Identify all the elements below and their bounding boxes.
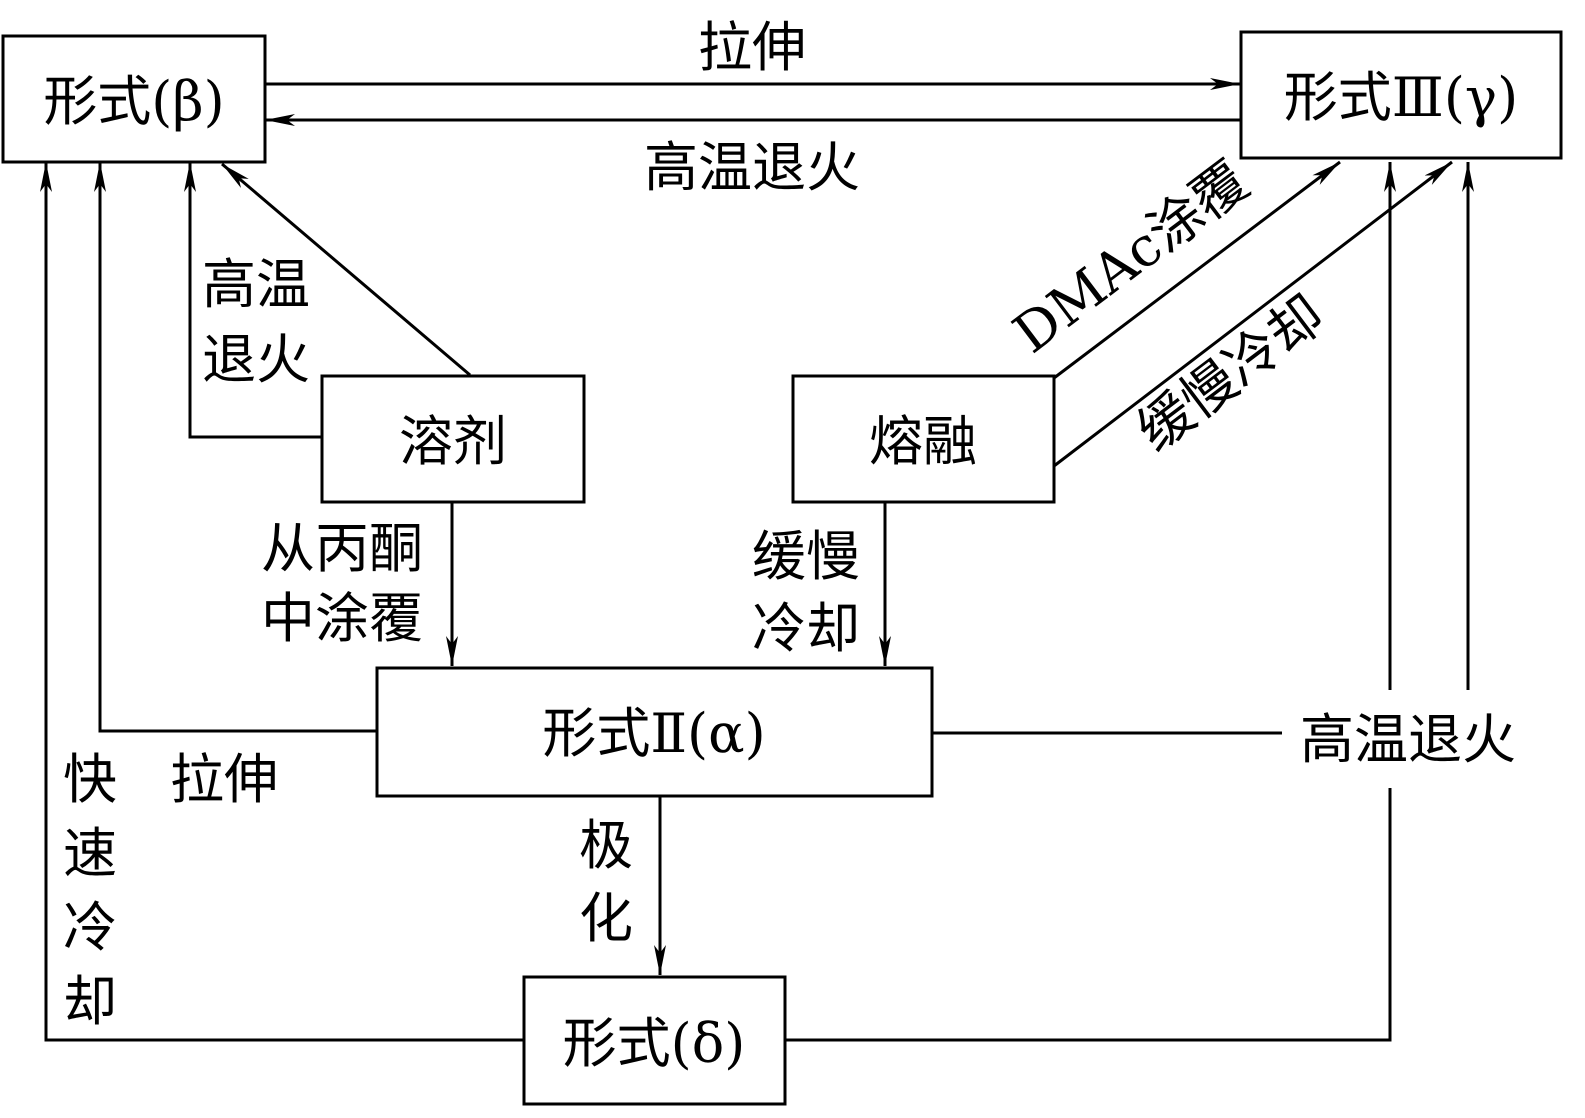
- node-solvent-label: 溶剂: [399, 410, 507, 473]
- label-delta-to-beta-4: 却: [63, 970, 117, 1033]
- node-gamma-label: 形式Ⅲ(γ): [1284, 66, 1518, 129]
- label-delta-to-beta-1: 快: [63, 748, 117, 811]
- edge-delta-to-gamma: [785, 788, 1392, 1042]
- edge-solvent-to-beta-elbow: [184, 162, 322, 439]
- node-beta-label: 形式(β): [43, 70, 224, 133]
- label-melt-to-alpha-1: 缓慢: [752, 525, 860, 588]
- node-melt-box: [791, 374, 1056, 504]
- label-delta-to-beta-2: 速: [63, 822, 117, 885]
- edge-delta-to-beta: [40, 162, 524, 1042]
- label-gamma-to-beta: 高温退火: [644, 136, 860, 199]
- label-alpha-to-delta-1: 极: [579, 814, 633, 877]
- label-melt-to-gamma-cool: 缓慢冷却: [1126, 283, 1336, 463]
- edge-solvent-to-beta-diagonal: [221, 162, 471, 377]
- label-alpha-to-gamma: 高温退火: [1300, 708, 1516, 771]
- edge-melt-to-gamma-cool: [1053, 160, 1453, 468]
- label-alpha-to-beta: 拉伸: [170, 748, 278, 811]
- edge-alpha-to-beta: [94, 162, 377, 733]
- node-delta-box: [522, 975, 787, 1106]
- node-solvent-box: [320, 374, 586, 504]
- label-solvent-to-alpha-2: 中涂覆: [261, 587, 423, 650]
- node-melt-label: 熔融: [869, 410, 977, 473]
- label-delta-to-beta-3: 冷: [63, 896, 117, 959]
- label-solvent-to-beta-2: 退火: [202, 328, 310, 391]
- label-beta-to-gamma: 拉伸: [698, 16, 806, 79]
- edge-melt-to-gamma-coat: [1053, 160, 1341, 380]
- label-solvent-to-beta-1: 高温: [202, 253, 310, 316]
- label-melt-to-alpha-2: 冷却: [752, 597, 860, 660]
- node-gamma-box: [1239, 30, 1563, 160]
- node-delta-label: 形式(δ): [563, 1012, 746, 1075]
- label-solvent-to-alpha-1: 从丙酮: [261, 517, 423, 580]
- node-alpha-box: [375, 666, 934, 798]
- node-alpha-label: 形式Ⅱ(α): [542, 702, 765, 765]
- label-melt-to-gamma-coat: DMAc涂覆: [1002, 149, 1260, 365]
- label-alpha-to-delta-2: 化: [579, 887, 633, 950]
- node-beta-box: [1, 34, 267, 164]
